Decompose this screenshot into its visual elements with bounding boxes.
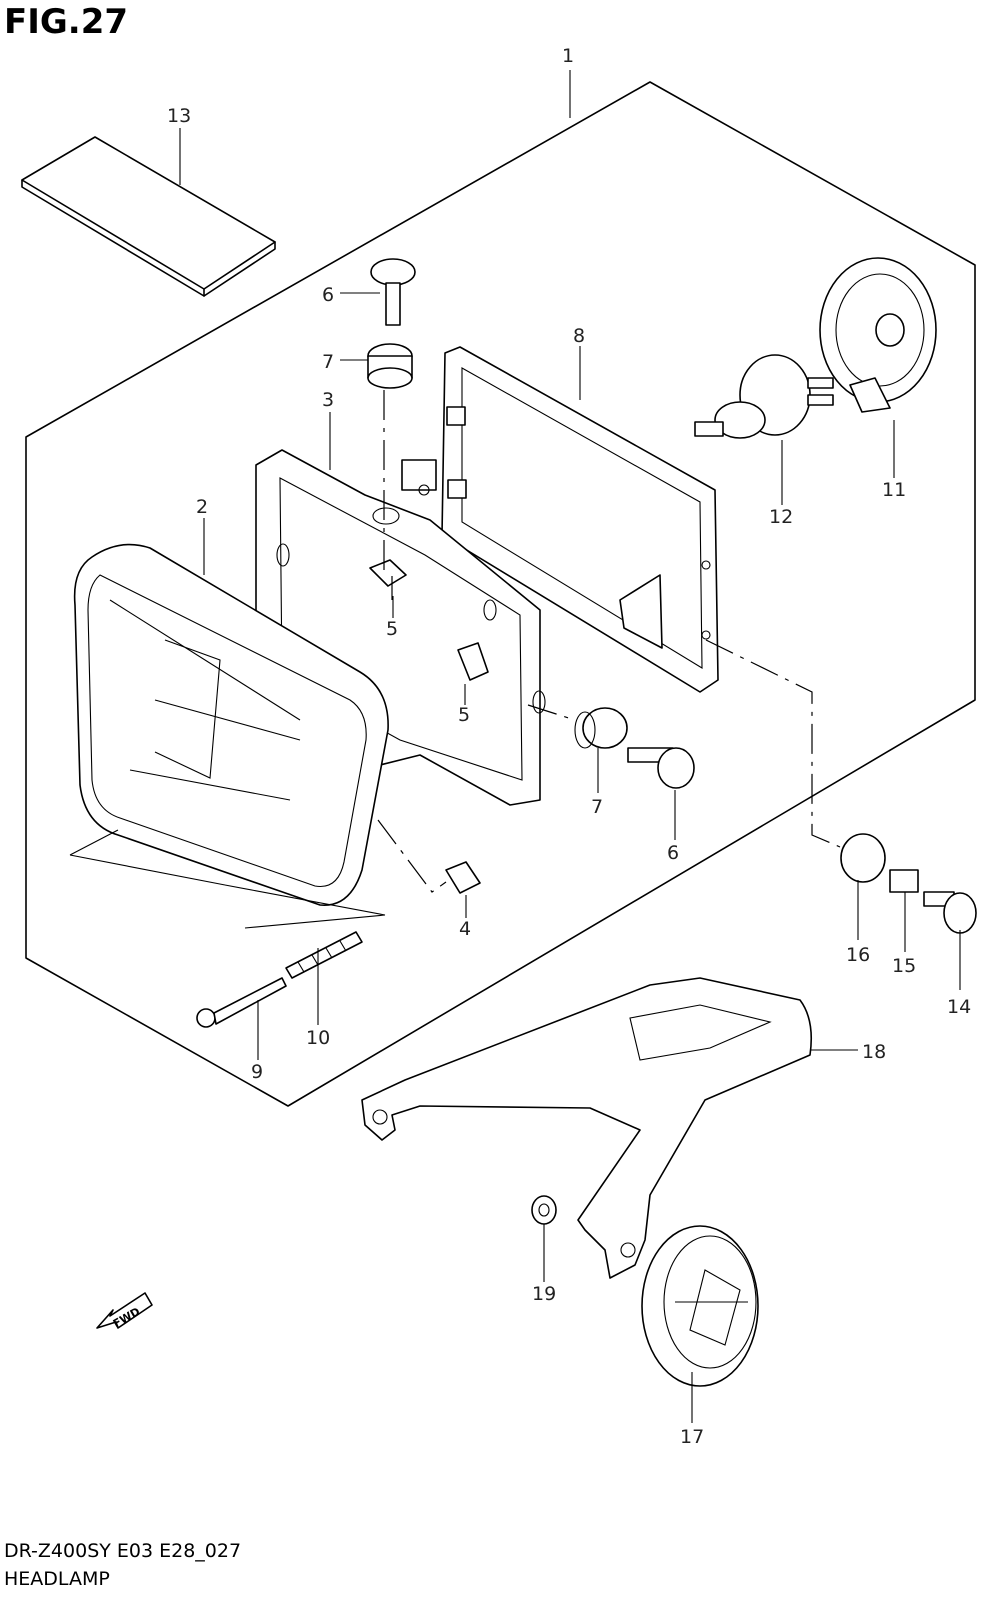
diagram-name: HEADLAMP (4, 1568, 110, 1590)
screw-upper (370, 258, 416, 326)
cushion-16 (840, 833, 886, 883)
leader-lines (179, 70, 961, 1423)
bracket (361, 977, 813, 1279)
label-part (21, 136, 276, 297)
collar-15 (889, 869, 919, 893)
bolt-14 (923, 891, 977, 934)
cushion-side (574, 707, 628, 749)
callout-4: 4 (459, 918, 471, 940)
callout-1: 1 (562, 45, 574, 67)
bulb (694, 354, 834, 439)
callout-18: 18 (862, 1041, 886, 1063)
callout-10: 10 (306, 1027, 330, 1049)
callout-5b: 5 (458, 704, 470, 726)
callout-9: 9 (251, 1061, 263, 1083)
nut-4 (445, 861, 481, 894)
screw-9 (196, 977, 287, 1028)
callout-2: 2 (196, 496, 208, 518)
assembly-box (25, 81, 976, 1107)
callout-11: 11 (882, 479, 906, 501)
figure-number: FIG.27 (4, 2, 129, 42)
callout-7b: 7 (591, 796, 603, 818)
nut-19 (531, 1195, 557, 1225)
reflector (641, 1225, 759, 1387)
callout-13: 13 (167, 105, 191, 127)
callout-6a: 6 (322, 284, 334, 306)
callout-5a: 5 (386, 618, 398, 640)
headlamp-lens (69, 543, 389, 929)
callout-19: 19 (532, 1283, 556, 1305)
cushion-upper (367, 343, 413, 389)
socket-cover (819, 257, 937, 413)
callout-3: 3 (322, 389, 334, 411)
spring-10 (285, 931, 363, 979)
callout-8: 8 (573, 325, 585, 347)
callout-15: 15 (892, 955, 916, 977)
headlamp-frame (401, 346, 719, 693)
callout-12: 12 (769, 506, 793, 528)
screw-side (627, 747, 695, 789)
callout-6b: 6 (667, 842, 679, 864)
fwd-arrow: FWD (96, 1292, 153, 1331)
callout-16: 16 (846, 944, 870, 966)
callout-14: 14 (947, 996, 971, 1018)
callout-17: 17 (680, 1426, 704, 1448)
model-code: DR-Z400SY E03 E28_027 (4, 1540, 242, 1562)
callout-7a: 7 (322, 351, 334, 373)
callout-labels: 1 2 3 4 5 5 6 6 7 7 8 9 10 11 12 13 14 1… (167, 45, 971, 1448)
